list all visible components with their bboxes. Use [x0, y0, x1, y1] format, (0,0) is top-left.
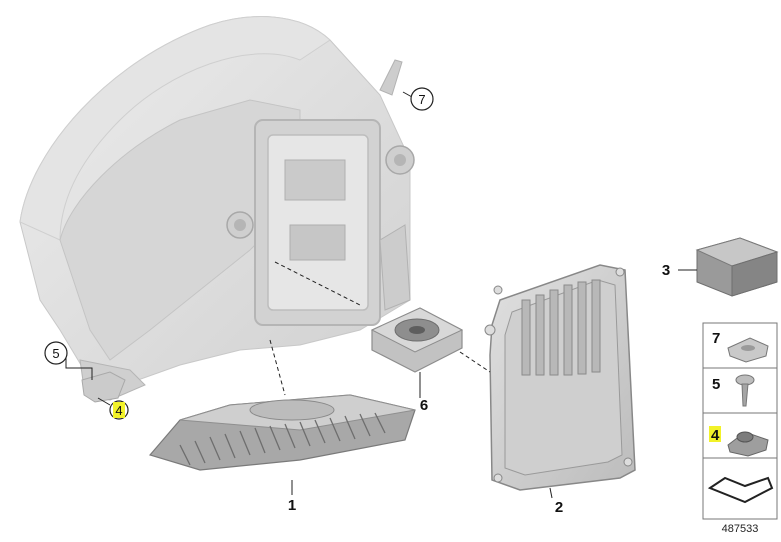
label-2: 2	[555, 499, 563, 516]
part-1-led-module	[148, 394, 416, 471]
legend-item-4: 4	[709, 426, 769, 457]
headlight-housing	[19, 16, 415, 401]
part-4-bracket	[81, 371, 126, 403]
svg-text:7: 7	[712, 330, 720, 347]
highlight-4-main	[113, 402, 125, 418]
label-1: 1	[288, 497, 296, 514]
svg-text:7: 7	[418, 92, 425, 107]
callout-4-main: 4	[109, 400, 129, 420]
callout-5-main: 5	[44, 341, 68, 365]
legend-arrow-icon	[707, 476, 774, 504]
part-6-fan	[370, 307, 464, 373]
svg-text:4: 4	[115, 403, 122, 418]
callout-7-main: 7	[410, 87, 434, 111]
leader-lines	[65, 91, 697, 499]
part-3-box	[695, 237, 779, 297]
legend-item-7: 7	[712, 330, 769, 363]
legend-panel: 7 5 4	[702, 322, 778, 520]
label-6: 6	[420, 397, 428, 414]
svg-text:5: 5	[52, 346, 59, 361]
svg-text:5: 5	[712, 376, 720, 393]
diagram-number: 487533	[722, 523, 759, 535]
legend-item-5: 5	[712, 374, 755, 407]
part-2-heatsink	[484, 264, 636, 491]
svg-text:4: 4	[711, 427, 720, 444]
highlight-4-legend	[709, 426, 721, 442]
label-3: 3	[662, 262, 670, 279]
